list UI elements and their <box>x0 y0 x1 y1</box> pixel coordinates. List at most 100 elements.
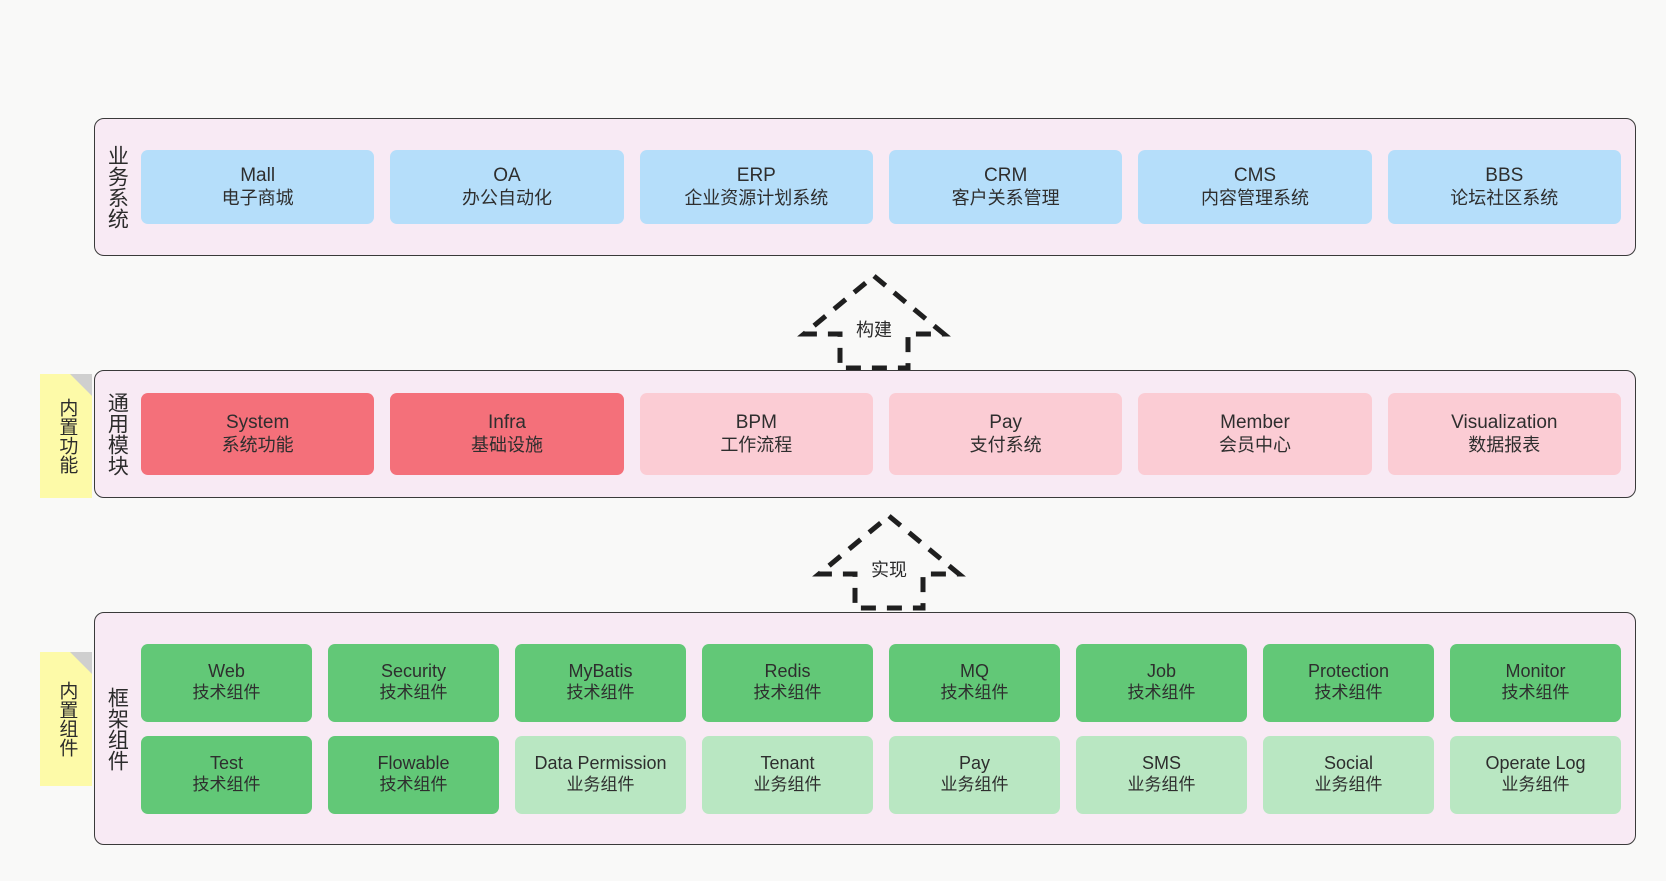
card-crm[interactable]: CRM 客户关系管理 <box>888 150 1123 224</box>
layer-common-modules-body: System 系统功能 Infra 基础设施 BPM 工作流程 Pay 支付系统… <box>137 371 1635 497</box>
card-operate-log-cn: 业务组件 <box>1501 775 1570 795</box>
card-crm-cn: 客户关系管理 <box>951 187 1060 208</box>
card-visualization-cn: 数据报表 <box>1468 434 1541 455</box>
card-cms-en: CMS <box>1233 165 1277 187</box>
card-sms[interactable]: SMS 业务组件 <box>1076 735 1247 814</box>
card-web-cn: 技术组件 <box>192 683 261 703</box>
card-pay-module-en: Pay <box>989 412 1023 434</box>
card-security-en: Security <box>380 661 447 682</box>
card-job[interactable]: Job 技术组件 <box>1076 643 1247 722</box>
card-monitor[interactable]: Monitor 技术组件 <box>1450 643 1621 722</box>
connector-build: 构建 <box>797 272 951 372</box>
card-monitor-en: Monitor <box>1505 661 1566 682</box>
layer-business-systems-title: 业务系统 <box>105 145 129 229</box>
card-pay-component[interactable]: Pay 业务组件 <box>889 735 1060 814</box>
card-redis[interactable]: Redis 技术组件 <box>702 643 873 722</box>
card-test-cn: 技术组件 <box>192 775 261 795</box>
card-oa-cn: 办公自动化 <box>461 187 552 208</box>
card-protection-cn: 技术组件 <box>1314 683 1383 703</box>
card-sms-cn: 业务组件 <box>1127 775 1196 795</box>
card-mq-en: MQ <box>960 661 989 682</box>
card-pay-component-en: Pay <box>958 753 991 774</box>
card-security-cn: 技术组件 <box>379 683 448 703</box>
card-redis-en: Redis <box>764 661 811 682</box>
sticky-note-builtin-features-label: 内置功能 <box>56 398 78 474</box>
card-mq[interactable]: MQ 技术组件 <box>889 643 1060 722</box>
connector-implement-arrow-icon <box>812 512 966 611</box>
card-data-permission-cn: 业务组件 <box>566 775 635 795</box>
card-bbs[interactable]: BBS 论坛社区系统 <box>1387 150 1621 224</box>
card-erp[interactable]: ERP 企业资源计划系统 <box>639 150 873 224</box>
card-system-en: System <box>225 412 290 434</box>
card-sms-en: SMS <box>1141 753 1181 774</box>
card-erp-en: ERP <box>736 165 776 187</box>
sticky-note-builtin-components: 内置组件 <box>40 652 92 786</box>
card-mall-cn: 电子商城 <box>221 187 294 208</box>
connector-implement: 实现 <box>812 512 966 612</box>
component-row-business: Test 技术组件 Flowable 技术组件 Data Permission … <box>141 735 1621 814</box>
card-visualization[interactable]: Visualization 数据报表 <box>1387 393 1621 475</box>
card-redis-cn: 技术组件 <box>753 683 822 703</box>
card-system[interactable]: System 系统功能 <box>141 393 375 475</box>
card-test-en: Test <box>209 753 243 774</box>
card-oa[interactable]: OA 办公自动化 <box>390 150 624 224</box>
card-tenant[interactable]: Tenant 业务组件 <box>702 735 873 814</box>
sticky-note-builtin-features: 内置功能 <box>40 374 92 498</box>
card-social-cn: 业务组件 <box>1314 775 1383 795</box>
card-social-en: Social <box>1323 753 1374 774</box>
sticky-note-builtin-components-label: 内置组件 <box>56 681 78 757</box>
card-bpm-en: BPM <box>735 412 777 434</box>
card-erp-cn: 企业资源计划系统 <box>684 187 829 208</box>
card-job-cn: 技术组件 <box>1127 683 1196 703</box>
card-infra[interactable]: Infra 基础设施 <box>390 393 624 475</box>
card-flowable-cn: 技术组件 <box>379 775 448 795</box>
layer-framework-components-title: 框架组件 <box>105 686 129 771</box>
card-data-permission[interactable]: Data Permission 业务组件 <box>515 735 686 814</box>
layer-common-modules-title: 通用模块 <box>105 392 129 476</box>
card-pay-module[interactable]: Pay 支付系统 <box>888 393 1123 475</box>
card-flowable-en: Flowable <box>377 753 450 774</box>
card-security[interactable]: Security 技术组件 <box>328 643 499 722</box>
card-mall[interactable]: Mall 电子商城 <box>141 150 375 224</box>
card-mybatis[interactable]: MyBatis 技术组件 <box>515 643 686 722</box>
card-flowable[interactable]: Flowable 技术组件 <box>328 735 499 814</box>
card-pay-component-cn: 业务组件 <box>940 775 1009 795</box>
card-system-cn: 系统功能 <box>221 434 294 455</box>
card-operate-log-en: Operate Log <box>1485 753 1586 774</box>
layer-framework-components: 框架组件 Web 技术组件 Security 技术组件 MyBatis 技术组件… <box>94 612 1636 845</box>
card-operate-log[interactable]: Operate Log 业务组件 <box>1450 735 1621 814</box>
card-web-en: Web <box>208 661 245 682</box>
card-bbs-cn: 论坛社区系统 <box>1450 187 1559 208</box>
card-infra-en: Infra <box>487 412 526 434</box>
card-member-cn: 会员中心 <box>1218 434 1291 455</box>
card-oa-en: OA <box>493 165 521 187</box>
card-protection-en: Protection <box>1307 661 1390 682</box>
card-job-en: Job <box>1146 661 1177 682</box>
card-member-en: Member <box>1220 412 1290 434</box>
card-tenant-en: Tenant <box>760 753 815 774</box>
card-crm-en: CRM <box>984 165 1028 187</box>
card-bpm[interactable]: BPM 工作流程 <box>639 393 873 475</box>
card-mall-en: Mall <box>240 165 276 187</box>
card-mybatis-cn: 技术组件 <box>566 683 635 703</box>
card-infra-cn: 基础设施 <box>470 434 543 455</box>
layer-business-systems-body: Mall 电子商城 OA 办公自动化 ERP 企业资源计划系统 CRM 客户关系… <box>137 119 1635 255</box>
card-mybatis-en: MyBatis <box>568 661 633 682</box>
card-mq-cn: 技术组件 <box>940 683 1009 703</box>
card-protection[interactable]: Protection 技术组件 <box>1263 643 1434 722</box>
connector-build-arrow-icon <box>797 272 951 371</box>
card-pay-module-cn: 支付系统 <box>969 434 1042 455</box>
card-member[interactable]: Member 会员中心 <box>1138 393 1372 475</box>
card-test[interactable]: Test 技术组件 <box>141 735 312 814</box>
card-data-permission-en: Data Permission <box>534 753 667 774</box>
card-bbs-en: BBS <box>1485 165 1524 187</box>
layer-common-modules: 通用模块 System 系统功能 Infra 基础设施 BPM 工作流程 Pay… <box>94 370 1636 498</box>
card-web[interactable]: Web 技术组件 <box>141 643 312 722</box>
card-tenant-cn: 业务组件 <box>753 775 822 795</box>
card-cms[interactable]: CMS 内容管理系统 <box>1138 150 1372 224</box>
card-social[interactable]: Social 业务组件 <box>1263 735 1434 814</box>
card-cms-cn: 内容管理系统 <box>1200 187 1309 208</box>
card-visualization-en: Visualization <box>1451 412 1558 434</box>
card-monitor-cn: 技术组件 <box>1501 683 1570 703</box>
